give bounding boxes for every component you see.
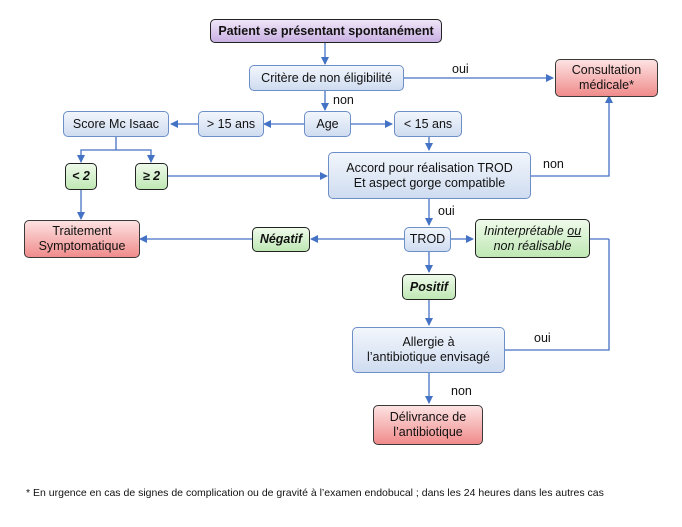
node-allergie-line1: Allergie à (402, 335, 455, 349)
node-lt15-text: < 15 ans (403, 116, 453, 131)
node-lt2-text: < 2 (72, 169, 90, 183)
node-delivrance-line1: Délivrance de (389, 410, 467, 424)
node-negatif-text: Négatif (259, 232, 303, 246)
node-age: Age (304, 111, 351, 137)
node-patient: Patient se présentant spontanément (210, 19, 442, 43)
node-ininterpretable-word: Ininterprétable (483, 223, 564, 238)
node-ininterpretable-line1: Ininterprétable ou (484, 224, 581, 239)
node-lt15: < 15 ans (394, 111, 462, 137)
node-consultation-line2: médicale* (579, 78, 634, 92)
node-trod-text: TROD (409, 232, 446, 246)
label-oui-critere: oui (452, 62, 469, 76)
node-traitement-line2: Symptomatique (38, 239, 126, 253)
node-positif: Positif (402, 274, 456, 300)
node-negatif: Négatif (252, 227, 310, 252)
node-accord-line2: Et aspect gorge compatible (353, 175, 506, 190)
arrow-accord-consultation (531, 95, 613, 177)
node-ininterpretable: Ininterprétable ou non réalisable (475, 219, 590, 258)
node-gt15-text: > 15 ans (206, 116, 256, 131)
node-critere: Critère de non éligibilité (249, 65, 404, 91)
arrow-score-ge2 (116, 149, 155, 163)
node-traitement: Traitement Symptomatique (24, 220, 140, 258)
node-ininterpretable-ou: ou (567, 223, 582, 238)
label-non-allergie: non (451, 384, 472, 398)
arrow-score-lt2 (77, 137, 117, 163)
node-delivrance-line2: l’antibiotique (393, 425, 463, 439)
node-gt15: > 15 ans (198, 111, 264, 137)
node-trod: TROD (404, 227, 451, 252)
node-ge2: ≥ 2 (135, 163, 168, 190)
label-non-accord: non (543, 157, 564, 171)
node-ge2-text: ≥ 2 (142, 169, 161, 183)
node-accord-line1: Accord pour réalisation TROD (346, 160, 513, 175)
node-consultation: Consultation médicale* (555, 59, 658, 97)
node-critere-text: Critère de non éligibilité (261, 70, 392, 85)
node-positif-text: Positif (409, 279, 449, 294)
node-patient-text: Patient se présentant spontanément (218, 23, 434, 38)
node-age-text: Age (316, 116, 339, 131)
node-allergie-line2: l’antibiotique envisagé (366, 350, 490, 364)
node-allergie: Allergie à l’antibiotique envisagé (352, 327, 505, 373)
node-score: Score Mc Isaac (63, 111, 169, 137)
label-oui-allergie: oui (534, 331, 551, 345)
node-ininterpretable-line2: non réalisable (493, 238, 572, 253)
node-score-text: Score Mc Isaac (72, 116, 160, 131)
node-traitement-line1: Traitement (52, 224, 112, 238)
node-lt2: < 2 (65, 163, 97, 190)
line-allergie-consultation (505, 239, 610, 351)
footnote: * En urgence en cas de signes de complic… (26, 487, 604, 499)
node-accord: Accord pour réalisation TROD Et aspect g… (328, 152, 531, 199)
label-non-critere: non (333, 93, 354, 107)
node-delivrance: Délivrance de l’antibiotique (373, 405, 483, 445)
label-oui-accord: oui (438, 204, 455, 218)
node-consultation-line1: Consultation (571, 63, 642, 77)
